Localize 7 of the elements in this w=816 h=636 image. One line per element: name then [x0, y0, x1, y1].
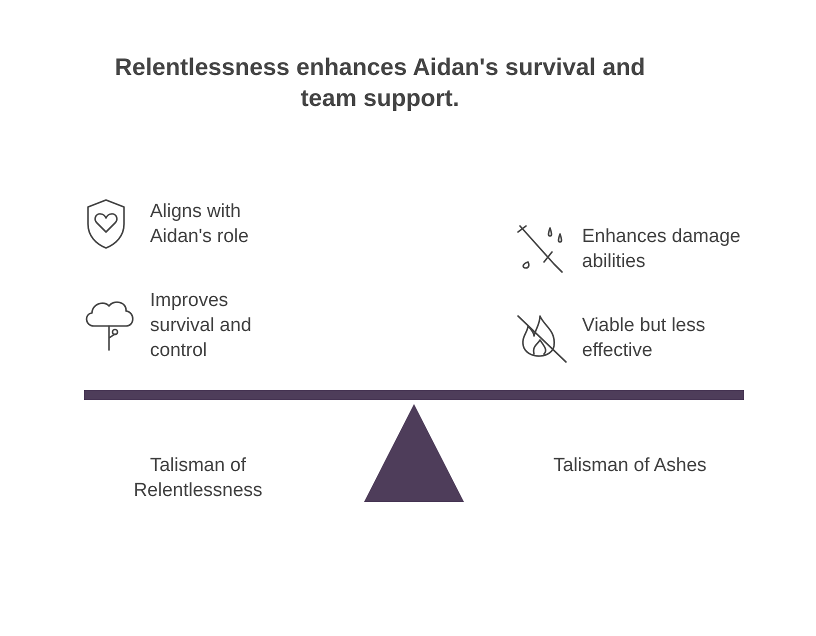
title: Relentlessness enhances Aidan's survival and team support. [114, 53, 646, 114]
feature-text: Enhances damage abilities [582, 225, 742, 274]
feature-text: Aligns with Aidan's role [150, 200, 250, 249]
feature-text: Improves survival and control [150, 289, 252, 363]
side-label: Talisman of Relentlessness [132, 454, 264, 503]
feature-text: Viable but less effective [582, 314, 706, 363]
side-label: Talisman of Ashes [552, 454, 708, 478]
